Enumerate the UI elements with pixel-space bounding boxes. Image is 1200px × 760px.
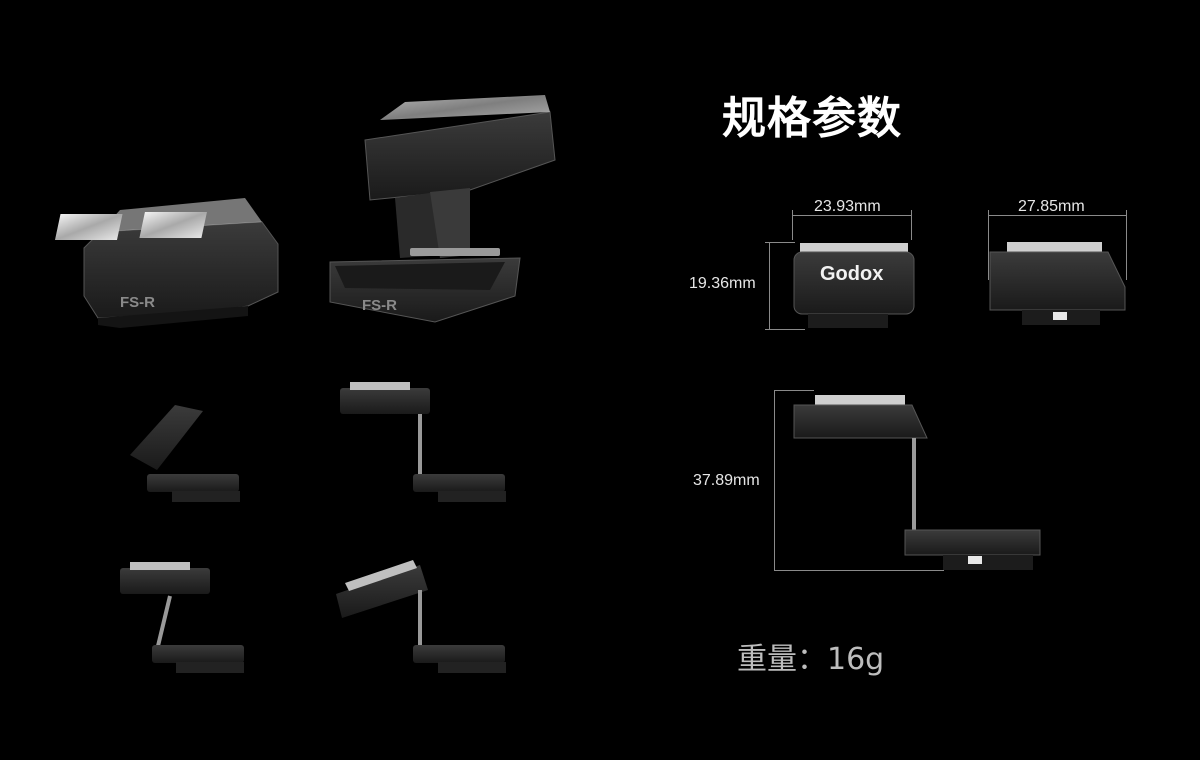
side-view-right — [989, 242, 1126, 325]
front-height-label: 19.36mm — [689, 275, 756, 292]
front-width-tick-left — [792, 210, 793, 240]
extended-height-tick-bottom — [774, 570, 944, 571]
side-view-2 — [340, 382, 506, 502]
front-height-line — [769, 242, 770, 330]
page-title: 规格参数 — [722, 93, 902, 144]
fsr-label: FS-R — [120, 294, 155, 311]
front-width-label: 23.93mm — [814, 198, 881, 215]
extended-view-right — [793, 395, 1041, 570]
extended-height-label: 37.89mm — [693, 472, 760, 489]
side-width-tick-right — [1126, 210, 1127, 280]
front-height-tick-top — [765, 242, 795, 243]
side-view-4 — [336, 560, 506, 673]
weight-spec: 重量：16g — [737, 642, 885, 677]
front-view: Godox — [793, 243, 915, 328]
side-width-tick-left — [988, 210, 989, 280]
fsr-label-2: FS-R — [362, 297, 397, 314]
side-view-1 — [130, 405, 240, 502]
fsr-extended-view: FS-R — [329, 95, 556, 323]
fsr-folded-view: FS-R — [54, 198, 279, 328]
side-width-line — [988, 215, 1127, 216]
front-width-tick-right — [911, 210, 912, 240]
extended-height-line — [774, 390, 775, 571]
godox-logo: Godox — [820, 263, 883, 285]
side-view-3 — [120, 562, 244, 673]
extended-height-tick-top — [774, 390, 814, 391]
front-width-line — [792, 215, 912, 216]
side-width-label: 27.85mm — [1018, 198, 1085, 215]
front-height-tick-bottom — [765, 329, 805, 330]
